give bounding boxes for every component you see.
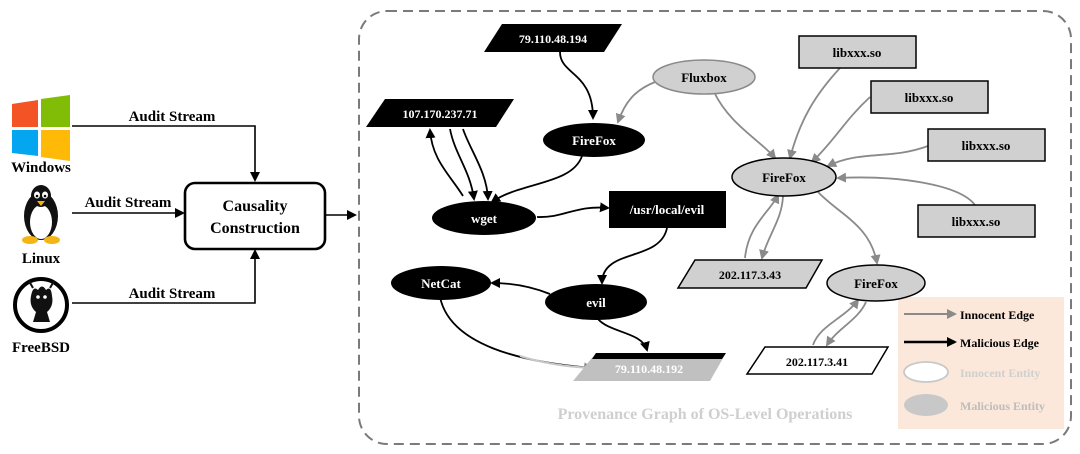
windows-label: Windows — [11, 160, 71, 176]
edge-wget-usrlocal — [536, 202, 610, 218]
edge-wget-ip107-a — [425, 128, 464, 197]
edge-firefox-wget — [490, 155, 583, 204]
node-evil — [545, 284, 647, 320]
node-ip-79-110-48-192 — [573, 353, 726, 381]
node-ip-79-110-48-194-label: 79.110.48.194 — [519, 32, 587, 46]
causality-line1: Causality — [223, 198, 288, 215]
audit-stream-arrows — [72, 125, 357, 304]
node-lib-3 — [927, 128, 1046, 162]
node-ip-79-110-48-192-label: 79.110.48.192 — [615, 362, 683, 376]
windows-icon — [12, 95, 70, 161]
node-fluxbox-label: Fluxbox — [681, 70, 727, 85]
audit-stream-label-2: Audit Stream — [85, 195, 172, 211]
node-ip-107-170-237-71-label: 107.170.237.71 — [403, 107, 478, 121]
node-evil-label: evil — [586, 295, 606, 310]
audit-stream-label-3: Audit Stream — [129, 286, 216, 302]
node-wget-label: wget — [471, 211, 498, 226]
node-firefox-center-label: FireFox — [762, 170, 806, 185]
freebsd-daemon-icon — [13, 277, 69, 333]
node-wget — [432, 201, 536, 235]
edge-ip194-firefox — [559, 51, 598, 120]
edge-lib3-firefox-center — [826, 145, 929, 167]
node-firefox-center — [731, 157, 837, 197]
node-firefox-malicious — [543, 123, 645, 157]
node-lib-1-label: libxxx.so — [833, 45, 882, 60]
node-ip-202-117-3-43-label: 202.117.3.43 — [719, 268, 781, 282]
legend-malicious-entity-sample — [904, 394, 948, 416]
node-firefox-small-label: FireFox — [854, 276, 898, 291]
node-netcat-label: NetCat — [421, 276, 461, 291]
edge-evil-netcat — [490, 278, 551, 295]
edge-small-ip41-b — [825, 301, 867, 347]
node-ip-79-110-48-194 — [484, 24, 622, 52]
edge-evil-ip192 — [597, 318, 650, 352]
edge-fluxbox-firefox-mal — [615, 81, 656, 124]
edge-ip107-wget-a — [449, 128, 478, 201]
node-lib-2 — [870, 80, 989, 114]
linux-tux-icon — [22, 185, 60, 244]
innocent-edges — [615, 67, 976, 347]
node-firefox-small — [826, 264, 926, 302]
edge-lib1-firefox-center — [787, 67, 841, 160]
edge-usrlocal-evil — [597, 227, 668, 285]
node-firefox-malicious-label: FireFox — [572, 133, 616, 148]
legend-innocent-entity-label: Innocent Entity — [960, 366, 1040, 380]
legend-innocent-edge-label: Innocent Edge — [960, 308, 1035, 322]
node-ip-202-117-3-43 — [676, 259, 824, 289]
causality-line2: Construction — [210, 220, 300, 237]
edge-small-ip41-a — [812, 298, 860, 346]
node-lib-4-label: libxxx.so — [952, 214, 1001, 229]
node-netcat — [391, 266, 491, 300]
graph-caption: Provenance Graph of OS-Level Operations — [558, 406, 853, 423]
edge-center-ip43-b — [759, 195, 784, 260]
edge-center-firefox-small — [817, 191, 881, 265]
node-usr-local-evil — [609, 191, 726, 228]
node-lib-3-label: libxxx.so — [962, 138, 1011, 153]
node-lib-1 — [798, 35, 917, 69]
node-ip-202-117-3-41-label: 202.117.3.41 — [786, 355, 848, 369]
node-ip-202-117-3-41 — [745, 346, 890, 375]
causality-construction-box — [183, 181, 327, 251]
node-lib-2-label: libxxx.so — [905, 90, 954, 105]
edge-ip107-wget-b — [462, 128, 493, 201]
freebsd-label: FreeBSD — [11, 340, 71, 356]
node-fluxbox — [652, 59, 756, 95]
legend-malicious-edge-label: Malicious Edge — [960, 336, 1040, 350]
provenance-graph-frame — [358, 10, 1072, 445]
edge-lib2-firefox-center — [810, 96, 871, 164]
edge-center-ip43-a — [744, 193, 780, 259]
audit-stream-label-1: Audit Stream — [129, 109, 216, 125]
edge-fluxbox-firefox-center — [713, 91, 777, 160]
node-ip-107-170-237-71 — [366, 99, 514, 127]
malicious-edges — [425, 51, 668, 373]
node-usr-local-evil-label: /usr/local/evil — [629, 202, 705, 217]
edge-lib4-firefox-center — [836, 172, 976, 206]
legend-innocent-entity-sample — [903, 361, 949, 383]
legend-malicious-entity-label: Malicious Entity — [960, 399, 1045, 413]
node-lib-4 — [917, 204, 1036, 238]
node-ip-79-110-48-192-top — [592, 353, 726, 359]
linux-label: Linux — [21, 251, 61, 267]
